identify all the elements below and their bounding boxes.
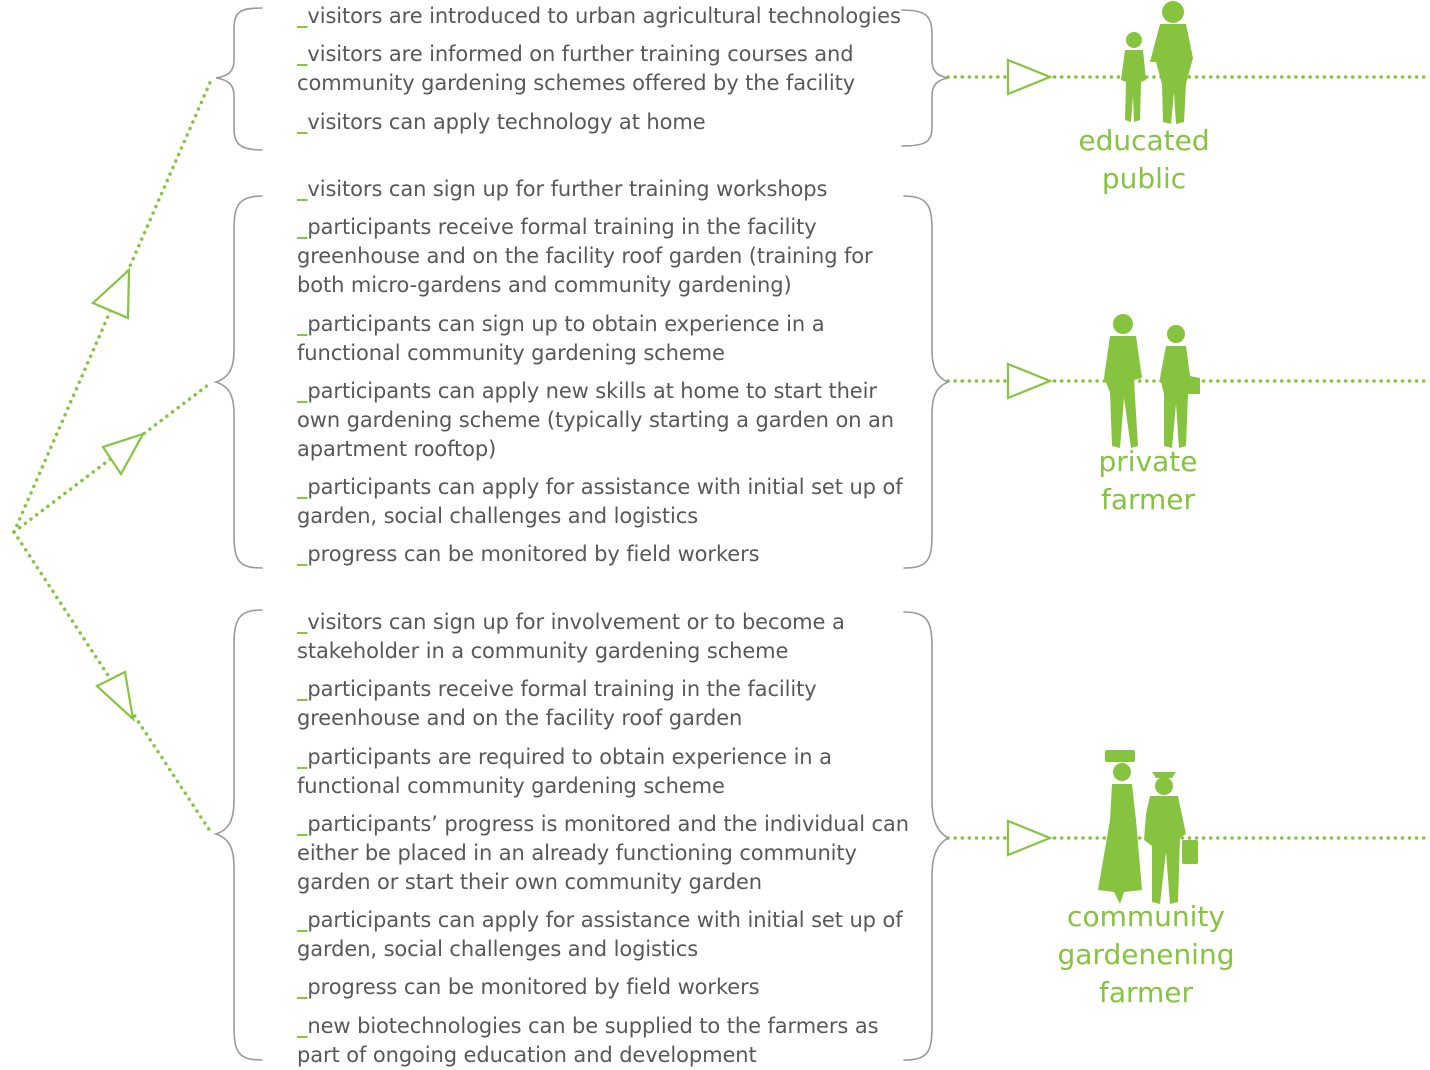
brace-left-group-2 <box>213 195 263 569</box>
brace-right-group-2 <box>903 195 951 569</box>
outcome-label-community-gardening-farmer: community gardenening farmer <box>1046 898 1246 1012</box>
item-text: visitors can sign up for further trainin… <box>307 177 828 201</box>
bullet-dash: _ <box>297 908 308 932</box>
group-3-item-5: _participants can apply for assistance w… <box>297 906 917 964</box>
item-text: participants can sign up to obtain exper… <box>297 312 825 365</box>
group-2-item-6: _progress can be monitored by field work… <box>297 540 917 569</box>
branch-arrow-middle <box>101 432 146 477</box>
group-3-item-7: _new biotechnologies can be supplied to … <box>297 1012 917 1070</box>
outcome-line: farmer <box>1098 976 1194 1009</box>
outcome-label-educated-public: educated public <box>1054 122 1234 198</box>
group-1-item-2: _visitors are informed on further traini… <box>297 40 917 98</box>
bullet-dash: _ <box>297 610 308 634</box>
bullet-dash: _ <box>297 4 308 28</box>
group-2-item-2: _participants receive formal training in… <box>297 213 917 300</box>
item-text: new biotechnologies can be supplied to t… <box>297 1014 879 1067</box>
group-3-item-6: _progress can be monitored by field work… <box>297 973 917 1002</box>
bullet-dash: _ <box>297 677 308 701</box>
item-text: participants can apply for assistance wi… <box>297 475 903 528</box>
outcome-label-private-farmer: private farmer <box>1058 443 1238 519</box>
outcome-line: farmer <box>1100 483 1196 516</box>
group-1-item-3: _visitors can apply technology at home <box>297 108 917 137</box>
farmer-couple-icon <box>1098 750 1198 904</box>
bullet-dash: _ <box>297 215 308 239</box>
bullet-dash: _ <box>297 110 308 134</box>
outcome-line: public <box>1101 162 1187 195</box>
output-arrow-top <box>1006 58 1053 96</box>
item-text: participants receive formal training in … <box>297 215 873 297</box>
two-urban-people-icon <box>1104 314 1200 448</box>
output-arrow-middle <box>1006 362 1053 400</box>
branch-arrow-top <box>91 267 131 320</box>
group-2-item-3: _participants can sign up to obtain expe… <box>297 310 917 368</box>
item-text: participants receive formal training in … <box>297 677 817 730</box>
item-text: visitors can sign up for involvement or … <box>297 610 845 663</box>
brace-left-group-3 <box>213 609 263 1061</box>
group-2-item-5: _participants can apply for assistance w… <box>297 473 917 531</box>
branch-line-middle <box>12 380 214 534</box>
brace-right-group-1 <box>901 9 949 147</box>
item-text: participants’ progress is monitored and … <box>297 812 909 894</box>
item-text: progress can be monitored by field worke… <box>307 542 760 566</box>
bullet-dash: _ <box>297 975 308 999</box>
item-text: visitors can apply technology at home <box>307 110 706 134</box>
bullet-dash: _ <box>297 812 308 836</box>
bullet-dash: _ <box>297 42 308 66</box>
brace-right-group-3 <box>903 611 950 1061</box>
item-text: visitors are introduced to urban agricul… <box>307 4 901 28</box>
outcome-line: private <box>1098 445 1198 478</box>
bullet-dash: _ <box>297 177 308 201</box>
outcome-line: gardenening <box>1057 938 1235 971</box>
parent-child-figures-icon <box>1121 1 1193 124</box>
outcome-line: educated <box>1078 124 1210 157</box>
outcome-line: community <box>1067 900 1225 933</box>
item-text: participants can apply for assistance wi… <box>297 908 903 961</box>
output-arrow-bottom <box>1006 819 1053 857</box>
group-3-item-4: _participants’ progress is monitored and… <box>297 810 917 897</box>
group-2-item-1: _visitors can sign up for further traini… <box>297 175 917 204</box>
group-3-item-1: _visitors can sign up for involvement or… <box>297 608 917 666</box>
group-2-item-4: _participants can apply new skills at ho… <box>297 377 917 464</box>
group-3-item-2: _participants receive formal training in… <box>297 675 917 733</box>
item-text: visitors are informed on further trainin… <box>297 42 856 95</box>
bullet-dash: _ <box>297 745 308 769</box>
bullet-dash: _ <box>297 475 308 499</box>
group-1-item-1: _visitors are introduced to urban agricu… <box>297 2 917 31</box>
item-text: participants are required to obtain expe… <box>297 745 832 798</box>
bullet-dash: _ <box>297 1014 308 1038</box>
item-text: participants can apply new skills at hom… <box>297 379 894 461</box>
bullet-dash: _ <box>297 312 308 336</box>
item-text: progress can be monitored by field worke… <box>307 975 760 999</box>
group-3-item-3: _participants are required to obtain exp… <box>297 743 917 801</box>
brace-left-group-1 <box>215 7 263 151</box>
bullet-dash: _ <box>297 542 308 566</box>
bullet-dash: _ <box>297 379 308 403</box>
branch-arrow-bottom <box>95 670 135 722</box>
